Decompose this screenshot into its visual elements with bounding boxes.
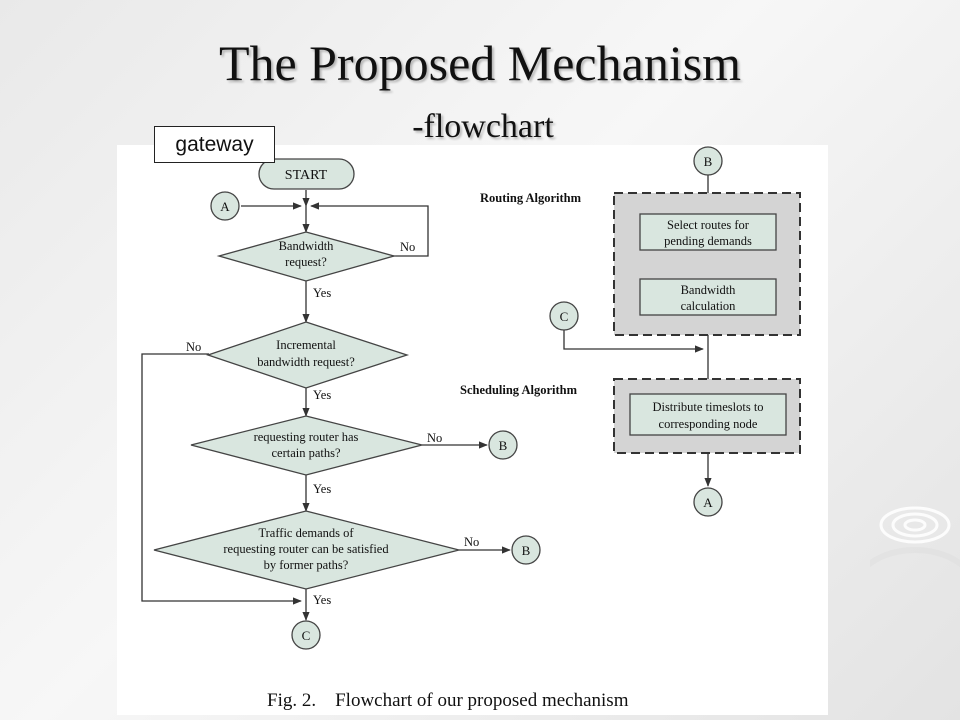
- incremental-line2: bandwidth request?: [257, 355, 355, 369]
- no-label-4: No: [464, 535, 479, 549]
- connector-a-exit-label: A: [703, 495, 713, 510]
- connector-b-exit-2-label: B: [522, 543, 531, 558]
- select-routes-line2: pending demands: [664, 234, 752, 248]
- certain-paths-line2: certain paths?: [271, 446, 341, 460]
- yes-label-2: Yes: [313, 388, 331, 402]
- select-routes-process: [639, 213, 777, 251]
- no-label-1: No: [400, 240, 415, 254]
- connector-a-exit: [693, 487, 723, 517]
- no-label-3: No: [427, 431, 442, 445]
- scheduling-algorithm-label: Scheduling Algorithm: [460, 383, 578, 397]
- start-node: [258, 158, 355, 190]
- flowchart-svg: Routing Algorithm Scheduling Algorithm S…: [141, 146, 801, 711]
- yes-label-4: Yes: [313, 593, 331, 607]
- slide-subtitle-text: -flowchart: [412, 108, 554, 145]
- traffic-line1: Traffic demands of: [258, 526, 354, 540]
- traffic-demands-decision: [153, 510, 460, 590]
- connector-a-entry: [210, 191, 240, 221]
- connector-c-entry-label: C: [560, 309, 569, 324]
- bandwidth-request-decision: [216, 231, 397, 282]
- figure-caption: Fig. 2. Flowchart of our proposed mechan…: [267, 690, 629, 711]
- connector-b-entry: [693, 146, 723, 176]
- bandwidth-calc-line2: calculation: [681, 299, 737, 313]
- distribute-line1: Distribute timeslots to: [652, 400, 763, 414]
- incremental-line1: Incremental: [276, 338, 336, 352]
- connector-b-exit-1: [488, 430, 518, 460]
- bandwidth-calc-line1: Bandwidth: [681, 283, 737, 297]
- bandwidth-request-line1: Bandwidth: [279, 239, 335, 253]
- traffic-line3: by former paths?: [264, 558, 349, 572]
- connector-a-entry-label: A: [220, 199, 230, 214]
- certain-paths-line1: requesting router has: [254, 430, 359, 444]
- ripple-decoration-icon: [870, 506, 960, 568]
- connector-c-entry: [549, 301, 579, 331]
- routing-algorithm-label: Routing Algorithm: [480, 191, 582, 205]
- bandwidth-request-line2: request?: [285, 255, 327, 269]
- flowchart-figure: Routing Algorithm Scheduling Algorithm S…: [117, 145, 828, 715]
- gateway-label: gateway: [154, 126, 275, 163]
- connector-b-exit-2: [511, 535, 541, 565]
- yes-label-1: Yes: [313, 286, 331, 300]
- distribute-line2: corresponding node: [659, 417, 758, 431]
- slide-title: The Proposed Mechanism: [218, 35, 742, 91]
- connector-c-exit-label: C: [302, 628, 311, 643]
- start-label: START: [285, 168, 328, 183]
- connector-c-exit: [291, 620, 321, 650]
- slide-subtitle: -flowchart: [0, 110, 960, 144]
- no-label-2: No: [186, 340, 201, 354]
- distribute-timeslots-process: [629, 393, 787, 436]
- select-routes-line1: Select routes for: [667, 218, 750, 232]
- incremental-request-decision: [205, 321, 410, 389]
- bandwidth-calculation-process: [639, 278, 777, 316]
- traffic-line2: requesting router can be satisfied: [223, 542, 389, 556]
- connector-b-entry-label: B: [704, 154, 713, 169]
- yes-label-3: Yes: [313, 482, 331, 496]
- connector-b-exit-1-label: B: [499, 438, 508, 453]
- certain-paths-decision: [190, 415, 423, 476]
